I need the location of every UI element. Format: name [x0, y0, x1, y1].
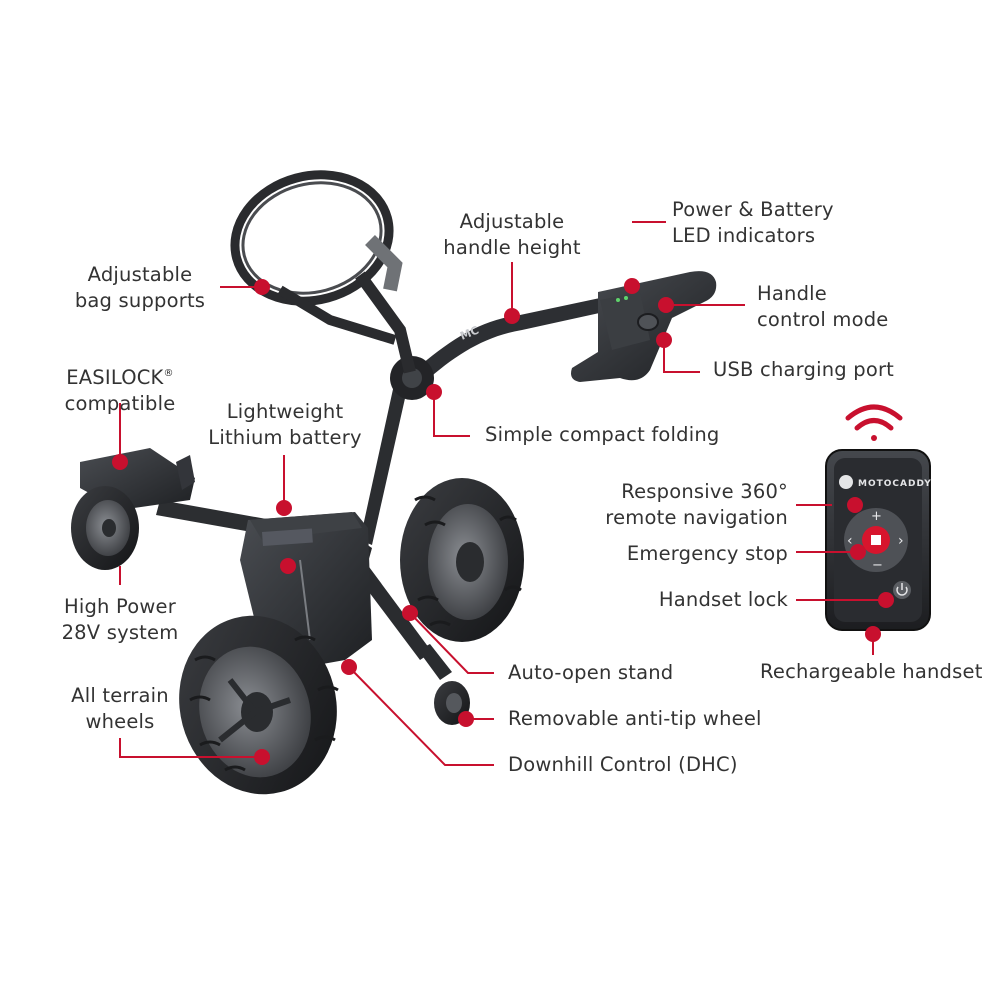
label-emergency-line1: Emergency stop [626, 542, 788, 565]
label-anti-tip-line1: Removable anti-tip wheel [508, 707, 762, 730]
label-handle-control: Handle control mode [757, 281, 889, 333]
label-terrain-line2: wheels [85, 710, 155, 733]
callout-dot-remote-nav [847, 497, 863, 513]
registered-mark: ® [163, 368, 174, 379]
right-chevron-icon: › [898, 533, 904, 549]
label-handle-height-line2: handle height [443, 236, 581, 259]
label-easilock-line2: compatible [64, 392, 176, 415]
label-battery-line2: Lithium battery [208, 426, 362, 449]
label-usb-port: USB charging port [713, 357, 894, 383]
label-terrain-wheels: All terrain wheels [50, 683, 190, 735]
callout-dot-rechargeable [865, 626, 881, 642]
callout-dot-dhc [341, 659, 357, 675]
plus-icon: + [871, 509, 882, 524]
label-folding-line1: Simple compact folding [485, 423, 720, 446]
bag-support [230, 170, 416, 374]
label-easilock: EASILOCK® compatible [50, 361, 190, 417]
label-bag-supports-line2: bag supports [74, 289, 206, 312]
callout-dot-usb [656, 332, 672, 348]
label-lock-line1: Handset lock [658, 588, 788, 611]
rear-right-wheel [400, 478, 524, 642]
callout-dot-anti-tip [458, 711, 474, 727]
handle-unit [571, 271, 717, 382]
label-handle-control-line1: Handle [757, 282, 827, 305]
label-bag-supports: Adjustable bag supports [60, 262, 220, 314]
remote-brand: MOTOCADDY [858, 479, 932, 489]
label-dhc: Downhill Control (DHC) [508, 752, 738, 778]
label-bag-supports-line1: Adjustable [87, 263, 193, 286]
label-remote-nav: Responsive 360° remote navigation [588, 479, 788, 531]
label-remote-nav-line2: remote navigation [605, 506, 788, 529]
label-battery-line1: Lightweight [226, 400, 344, 423]
label-led-line1: Power & Battery [672, 198, 834, 221]
label-handle-height: Adjustable handle height [432, 209, 592, 261]
callout-dot-folding [426, 384, 442, 400]
label-led-line2: LED indicators [672, 224, 816, 247]
callout-dots [112, 278, 894, 765]
callout-dot-stand [402, 605, 418, 621]
callout-dot-led [624, 278, 640, 294]
label-terrain-line1: All terrain [71, 684, 169, 707]
label-dhc-line1: Downhill Control (DHC) [508, 753, 738, 776]
minus-icon: − [872, 558, 883, 573]
callout-dot-handle-control [658, 297, 674, 313]
callout-lines [119, 221, 886, 766]
callout-dot-power [280, 558, 296, 574]
callout-dot-easilock [112, 454, 128, 470]
label-anti-tip: Removable anti-tip wheel [508, 706, 762, 732]
golf-trolley: MC [71, 170, 717, 795]
front-wheel [71, 486, 139, 570]
front-left-wheel [179, 615, 339, 795]
label-power-system: High Power 28V system [45, 594, 195, 646]
wifi-signal-icon [845, 404, 903, 441]
label-usb-line1: USB charging port [713, 358, 895, 381]
callout-dot-lock [878, 592, 894, 608]
label-handset-lock: Handset lock [588, 587, 788, 613]
label-auto-stand-line1: Auto-open stand [508, 661, 674, 684]
label-handle-control-line2: control mode [757, 308, 889, 331]
callout-dot-battery [276, 500, 292, 516]
label-power-line1: High Power [64, 595, 176, 618]
label-led-indicators: Power & Battery LED indicators [672, 197, 834, 249]
label-folding: Simple compact folding [485, 422, 719, 448]
label-remote-nav-line1: Responsive 360° [621, 480, 788, 503]
callout-dot-bag-supports [254, 279, 270, 295]
label-handle-height-line1: Adjustable [459, 210, 565, 233]
callout-dot-terrain [254, 749, 270, 765]
label-emergency-stop: Emergency stop [588, 541, 788, 567]
label-rechargeable-line1: Rechargeable handset [760, 660, 983, 683]
power-icon [896, 586, 908, 596]
label-battery: Lightweight Lithium battery [200, 399, 370, 451]
brand-logo-icon [839, 475, 853, 489]
label-auto-stand: Auto-open stand [508, 660, 673, 686]
callout-dot-handle-height [504, 308, 520, 324]
label-power-line2: 28V system [61, 621, 179, 644]
label-easilock-line1: EASILOCK [66, 366, 164, 389]
label-rechargeable: Rechargeable handset [760, 659, 983, 685]
left-chevron-icon: ‹ [847, 533, 853, 549]
callout-dot-emergency [850, 544, 866, 560]
